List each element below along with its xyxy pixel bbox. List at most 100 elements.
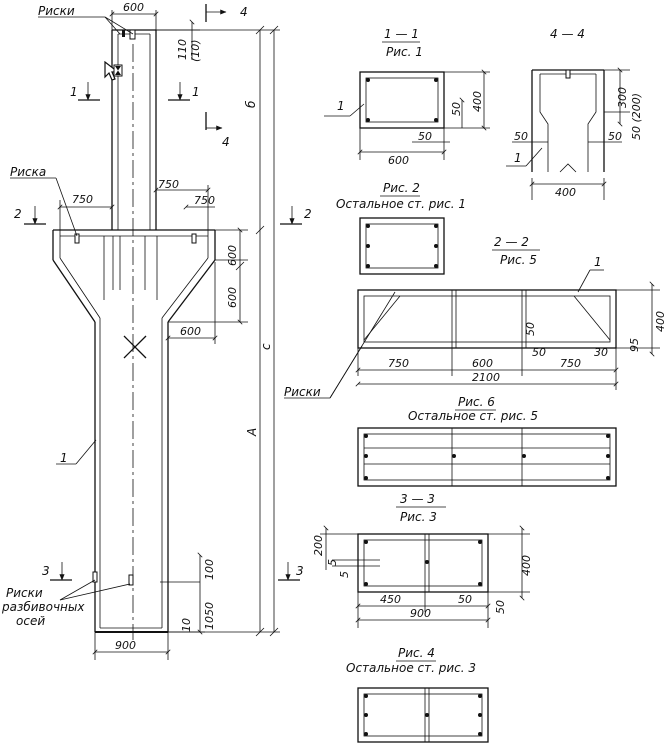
leader-pos1: [75, 439, 97, 465]
bar-dot: [425, 560, 429, 564]
console-mark-right: [191, 233, 197, 244]
top-mark-a: [122, 30, 125, 37]
sec-4-4-mark: [565, 69, 571, 79]
bar-dot: [434, 244, 438, 248]
top-mark-riska: [129, 29, 136, 40]
sec-1-1-pos: 1: [337, 99, 345, 113]
fig6-outline: [357, 427, 617, 487]
leader-riski-top-a: [104, 16, 121, 35]
dim-console-right-label: 750: [158, 178, 179, 191]
figure-6: Рис. 6 Остальное ст. рис. 5: [357, 395, 617, 487]
dim-console-h1-label: 600: [226, 245, 239, 266]
sec-1-1-title: 1 — 1: [384, 27, 419, 41]
dim-top-width-label: 600: [123, 1, 144, 14]
bar-dot: [606, 454, 610, 458]
sec-1-1-off1: 50: [450, 102, 463, 116]
console-left-slope: [52, 259, 96, 323]
sec2-left-label: 2: [14, 207, 22, 221]
label-riski-axes-2: разбивочных: [1, 600, 85, 614]
dim-b-label: б: [244, 100, 258, 108]
sec-2-2-d50b: 50: [524, 322, 537, 336]
label-riski-axes-1: Риски: [6, 586, 43, 600]
sec4-bot-label: 4: [222, 135, 230, 149]
bar-dot: [364, 694, 368, 698]
section-2-2: 2 — 2 Рис. 5 1 750 600 50 50 750 30 2100…: [284, 235, 667, 399]
fig2-outline: [359, 217, 445, 275]
dim-chain-t2: [255, 225, 265, 235]
dim-console-h-tick: [235, 261, 245, 271]
dim-chain-t3: [255, 627, 265, 637]
sec-3-3-d50a: 50: [458, 593, 472, 606]
sec-3-3-d5b: 5: [338, 571, 351, 578]
figure-4: Рис. 4 Остальное ст. рис. 3: [346, 646, 489, 743]
sec-4-4-d50-200: 50 (200): [630, 93, 643, 140]
fig4-title: Рис. 4: [398, 646, 435, 660]
sec-3-3-d50b: 50: [494, 600, 507, 614]
sec-2-2-d2100: 2100: [472, 371, 500, 384]
sec-2-2-d750b: 750: [560, 357, 581, 370]
section-mark-1: 1 1: [70, 82, 200, 101]
leader-riski-2-2-b: [329, 345, 363, 399]
sec2-right-label: 2: [304, 207, 312, 221]
opening-x-b: [123, 335, 147, 359]
console-rebar-left-slope: [59, 257, 101, 319]
sec3-right-label: 3: [296, 564, 304, 578]
fig2-sub: Остальное ст. рис. 1: [336, 197, 466, 211]
bar-dot: [364, 540, 368, 544]
sec-3-3-d400: 400: [520, 555, 533, 576]
sec-2-2-d95: 95: [628, 338, 641, 352]
dim-bottom-h2-label: 1050: [203, 602, 216, 630]
bar-dot: [366, 78, 370, 82]
sec1-right-label: 1: [192, 85, 200, 99]
section-mark-4-top: 4: [205, 4, 248, 22]
bar-dot: [434, 224, 438, 228]
fig4-rebar: [363, 693, 483, 737]
section-mark-3: 3 3: [42, 562, 304, 581]
bar-dot: [366, 118, 370, 122]
bar-dot: [522, 454, 526, 458]
dim-bottom-width-label: 900: [115, 639, 136, 652]
sec-4-4-pos: 1: [514, 151, 522, 165]
bar-dot: [452, 454, 456, 458]
bar-dot: [364, 454, 368, 458]
sec1-left-label: 1: [70, 85, 78, 99]
console-right-slope: [167, 259, 216, 323]
fig4-outline: [357, 687, 489, 743]
bar-dot: [606, 476, 610, 480]
sec-1-1-off2: 50: [418, 130, 432, 143]
section-mark-4-bottom: 4: [205, 112, 230, 149]
bar-dot: [478, 694, 482, 698]
sec-4-4-rebar-left: [539, 74, 549, 172]
bar-dot: [364, 732, 368, 736]
dim-bottom-h1-label: 100: [203, 559, 216, 580]
sec-2-2-outline: [357, 289, 617, 349]
leader-axes-a: [59, 579, 96, 601]
sec-3-3-d200: 200: [312, 535, 325, 556]
console-mark-left: [74, 233, 80, 244]
sec-1-1-h: 400: [471, 91, 484, 112]
section-3-3: 3 — 3 Рис. 3 450 50 900 400 50 200 5 5: [312, 492, 533, 628]
bar-dot: [366, 244, 370, 248]
sec-3-3-d450: 450: [380, 593, 401, 606]
bar-dot: [478, 540, 482, 544]
sec-1-1-rebar: [365, 77, 439, 123]
bar-dot: [366, 264, 370, 268]
fig6-title: Рис. 6: [458, 395, 495, 409]
label-riski-2-2: Риски: [284, 385, 321, 399]
sec-3-3-title: 3 — 3: [400, 492, 435, 506]
fig4-sub: Остальное ст. рис. 3: [346, 661, 476, 675]
bar-dot: [478, 732, 482, 736]
leader-riska: [55, 177, 78, 237]
column-elevation: 600 110 (10) 750 750 750 600 600 600 900…: [1, 1, 312, 660]
bar-dot: [364, 582, 368, 586]
bar-dot: [364, 713, 368, 717]
label-pos1: 1: [60, 451, 68, 465]
sec-4-4-break: [559, 163, 577, 173]
fig6-sub: Остальное ст. рис. 5: [408, 409, 538, 423]
sec-1-1-outline: [359, 71, 445, 129]
sec-4-4-title: 4 — 4: [550, 27, 585, 41]
bar-dot: [425, 713, 429, 717]
section-1-1: 1 — 1 Рис. 1 600 400 50 50 1: [324, 27, 490, 167]
